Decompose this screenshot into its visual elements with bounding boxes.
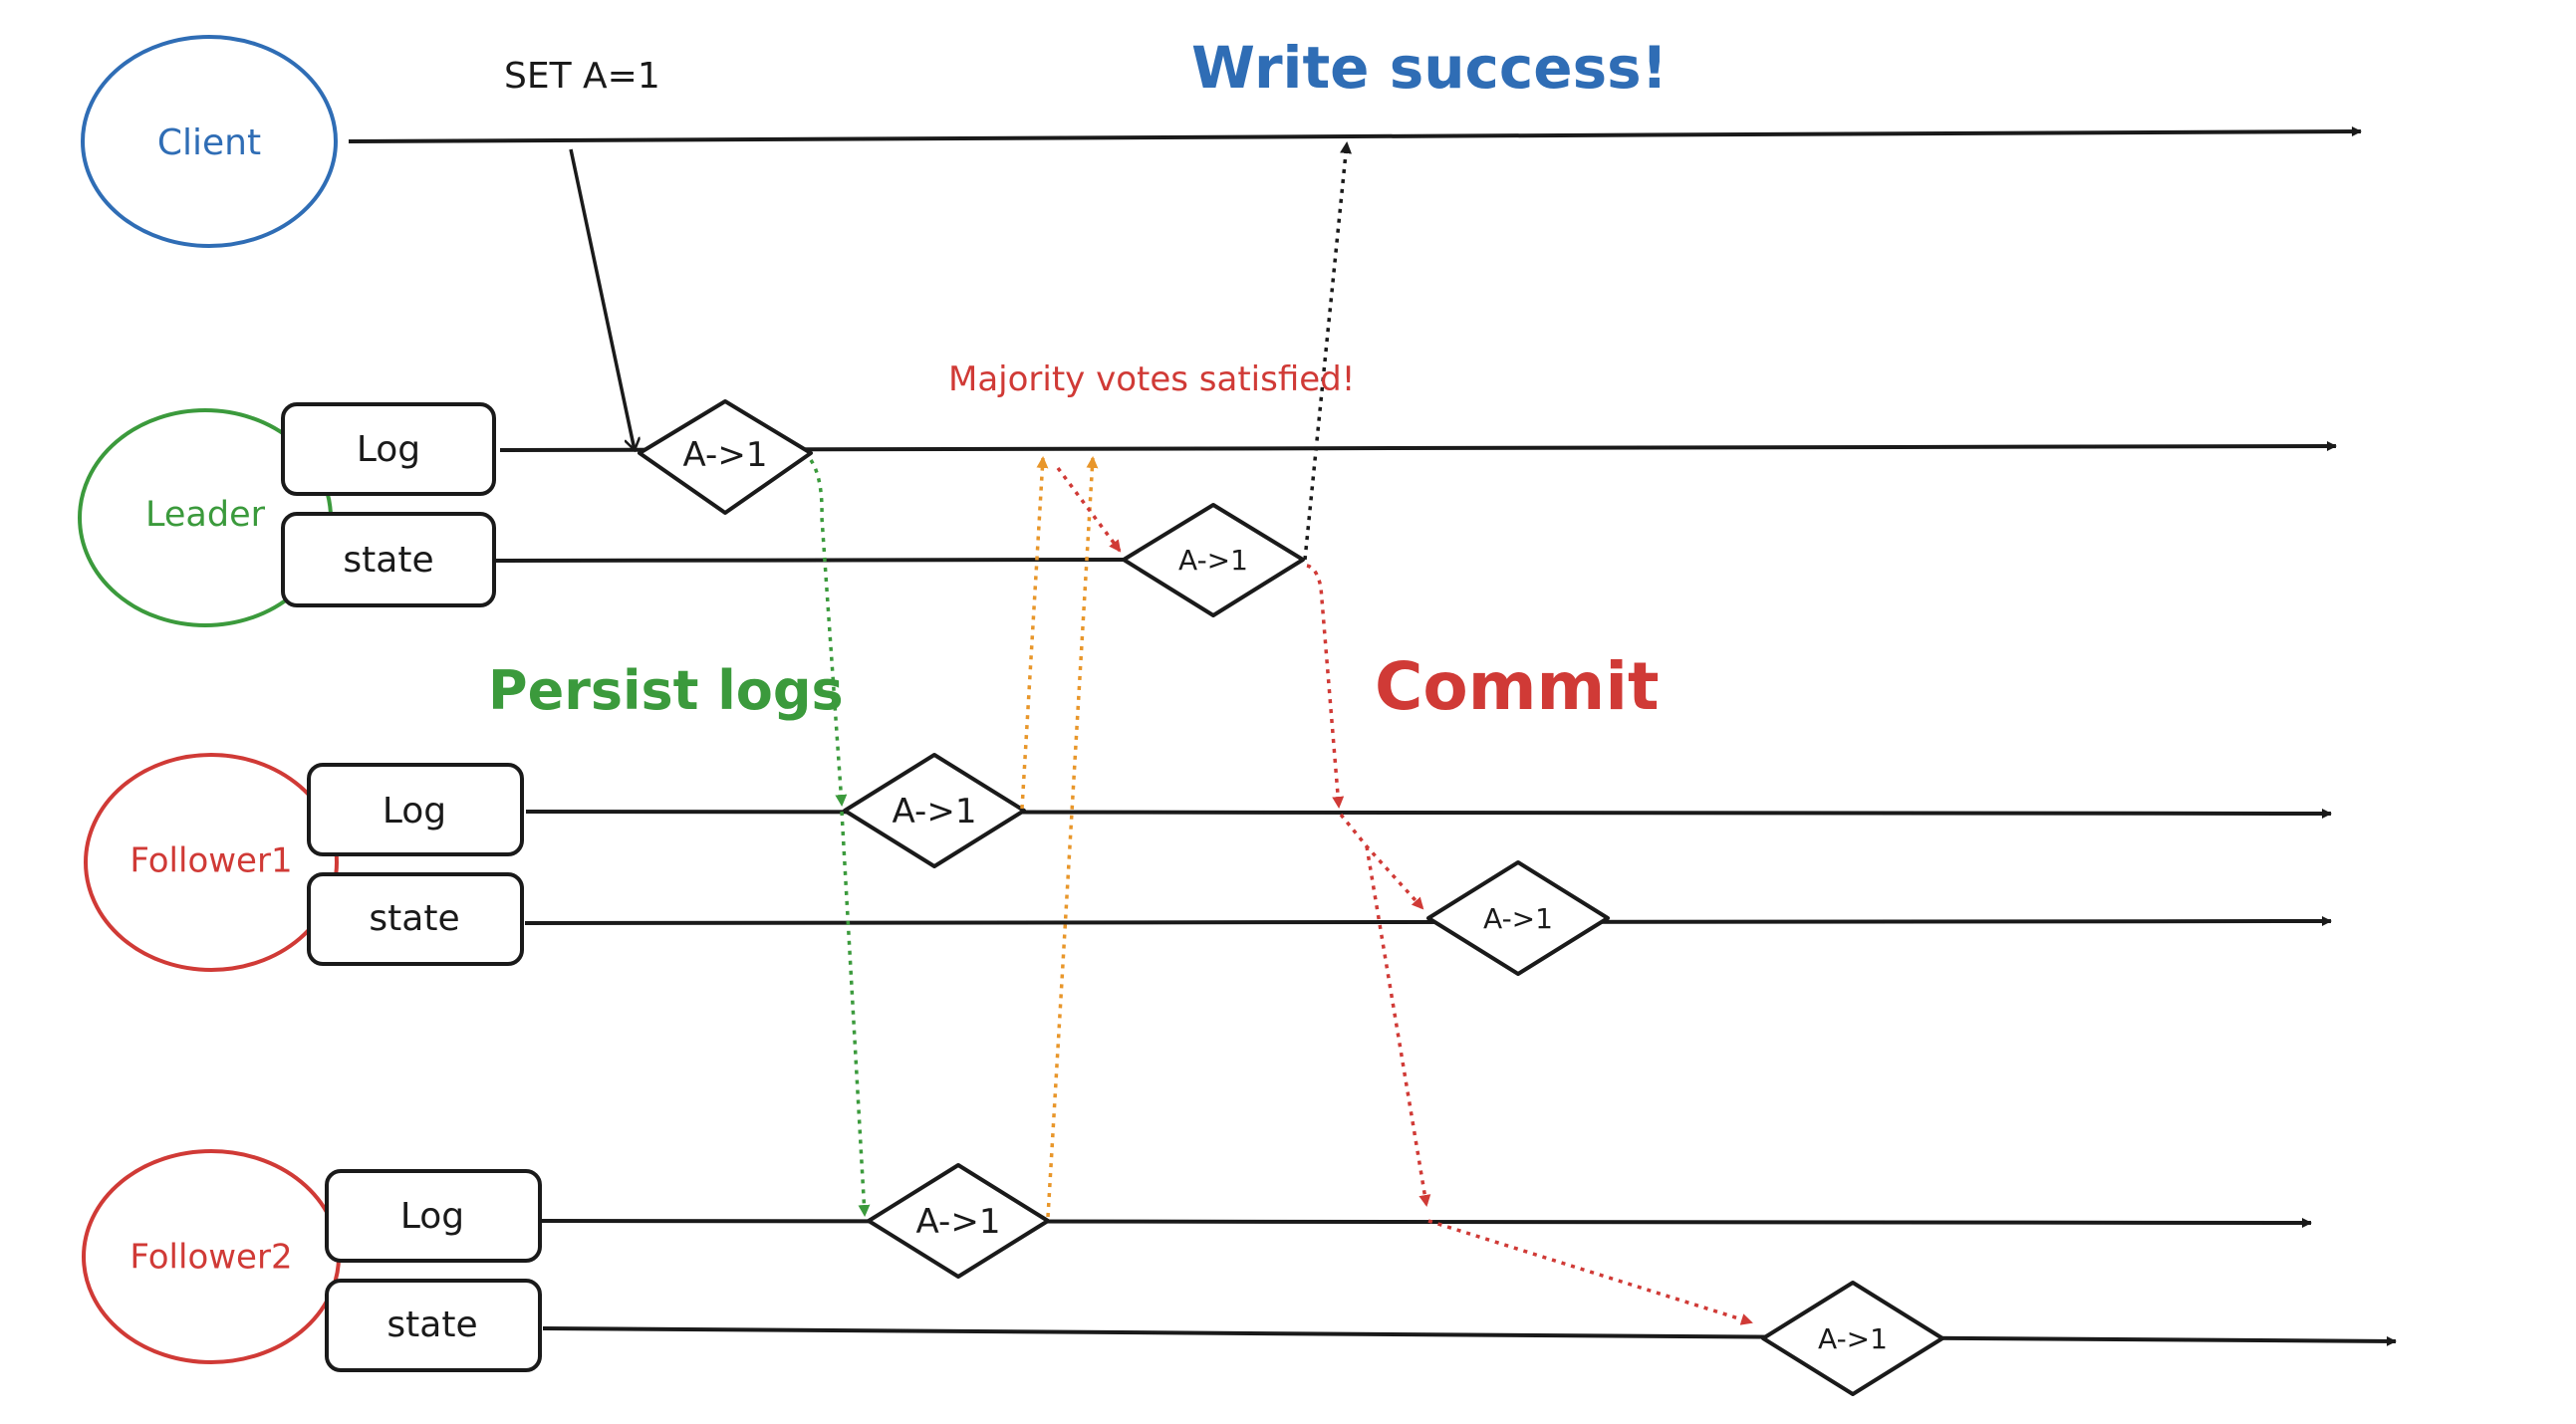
follower2-log-entry [867,1163,1050,1279]
commit-label: Commit [1375,648,1660,725]
follower2-state-entry [1761,1281,1944,1396]
majority-label: Majority votes satisfied! [948,359,1355,399]
follower2-state-timeline [542,1326,2397,1346]
follower1-log-label: Log [383,791,446,831]
leader-node: Leader [78,408,333,627]
follower1-log-entry-label: A->1 [893,792,977,831]
persist-to-follower2-arrow [840,811,871,1217]
follower2-log-timeline [540,1217,2312,1228]
follower1-state-entry [1426,860,1610,976]
commit-to-follower1-log-arrow [1306,564,1345,809]
ack-arrows [1020,456,1099,1218]
leader-log-entry [638,399,813,515]
leader-log-box [281,402,496,496]
follower1-state-label: state [369,898,459,939]
follower1-state-entry-label: A->1 [1483,902,1553,935]
leader-log-entry-label: A->1 [683,435,768,475]
client-node: Client [81,35,338,248]
follower2-label: Follower2 [129,1238,292,1278]
leader-state-box [281,512,496,607]
commit-to-follower1-state-arrow [1339,813,1424,910]
follower1-state-timeline [524,916,2332,927]
apply-leader-state-arrow [1056,466,1122,553]
commit-arrows [1306,564,1753,1325]
follower2-log-label: Log [400,1196,464,1237]
leader-state-timeline [495,558,1125,563]
commit-to-follower2-state-arrow [1427,1219,1753,1325]
write-success-arrow [1303,141,1352,561]
follower2-state-label: state [386,1305,477,1345]
follower1-node: Follower1 [84,753,339,972]
leader-state-entry-label: A->1 [1178,544,1248,577]
leader-state-entry [1122,503,1305,617]
write-success-label: Write success! [1191,34,1668,102]
persist-to-follower1-arrow [809,459,848,807]
set-command-label: SET A=1 [504,56,660,97]
leader-log-label: Log [357,429,420,470]
follower1-ack-arrow [1020,456,1049,810]
commit-to-follower2-log-arrow [1365,845,1431,1207]
follower1-log-timeline [525,808,2332,819]
follower1-state-box [307,872,524,966]
follower2-node: Follower2 [82,1149,341,1364]
persist-arrows [809,459,871,1217]
follower2-log-entry-label: A->1 [916,1202,1001,1242]
leader-state-label: state [343,540,433,581]
follower1-label: Follower1 [129,841,292,881]
timelines [348,126,2397,1346]
client-timeline [348,126,2362,143]
follower2-state-entry-label: A->1 [1818,1322,1888,1355]
follower1-log-entry [843,753,1026,868]
persist-logs-label: Persist logs [488,659,844,722]
follower2-log-box [325,1169,542,1263]
leader-label: Leader [145,495,266,535]
follower2-ack-arrow [1046,456,1099,1218]
follower1-log-box [307,763,524,856]
follower2-state-box [325,1279,542,1372]
set-request-arrow [569,148,635,450]
client-label: Client [157,122,261,163]
